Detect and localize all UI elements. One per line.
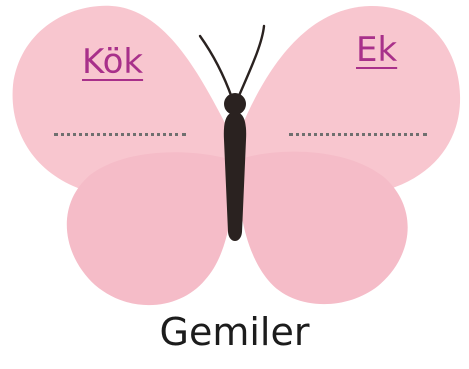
root-answer-blank xyxy=(54,133,186,136)
suffix-label: Ek xyxy=(356,33,397,67)
lower-left-wing xyxy=(67,152,233,305)
suffix-answer-blank xyxy=(289,133,427,136)
right-antenna-icon xyxy=(238,26,264,98)
word-caption: Gemiler xyxy=(0,313,469,351)
butterfly-head xyxy=(224,93,246,115)
root-label: Kök xyxy=(82,45,143,79)
